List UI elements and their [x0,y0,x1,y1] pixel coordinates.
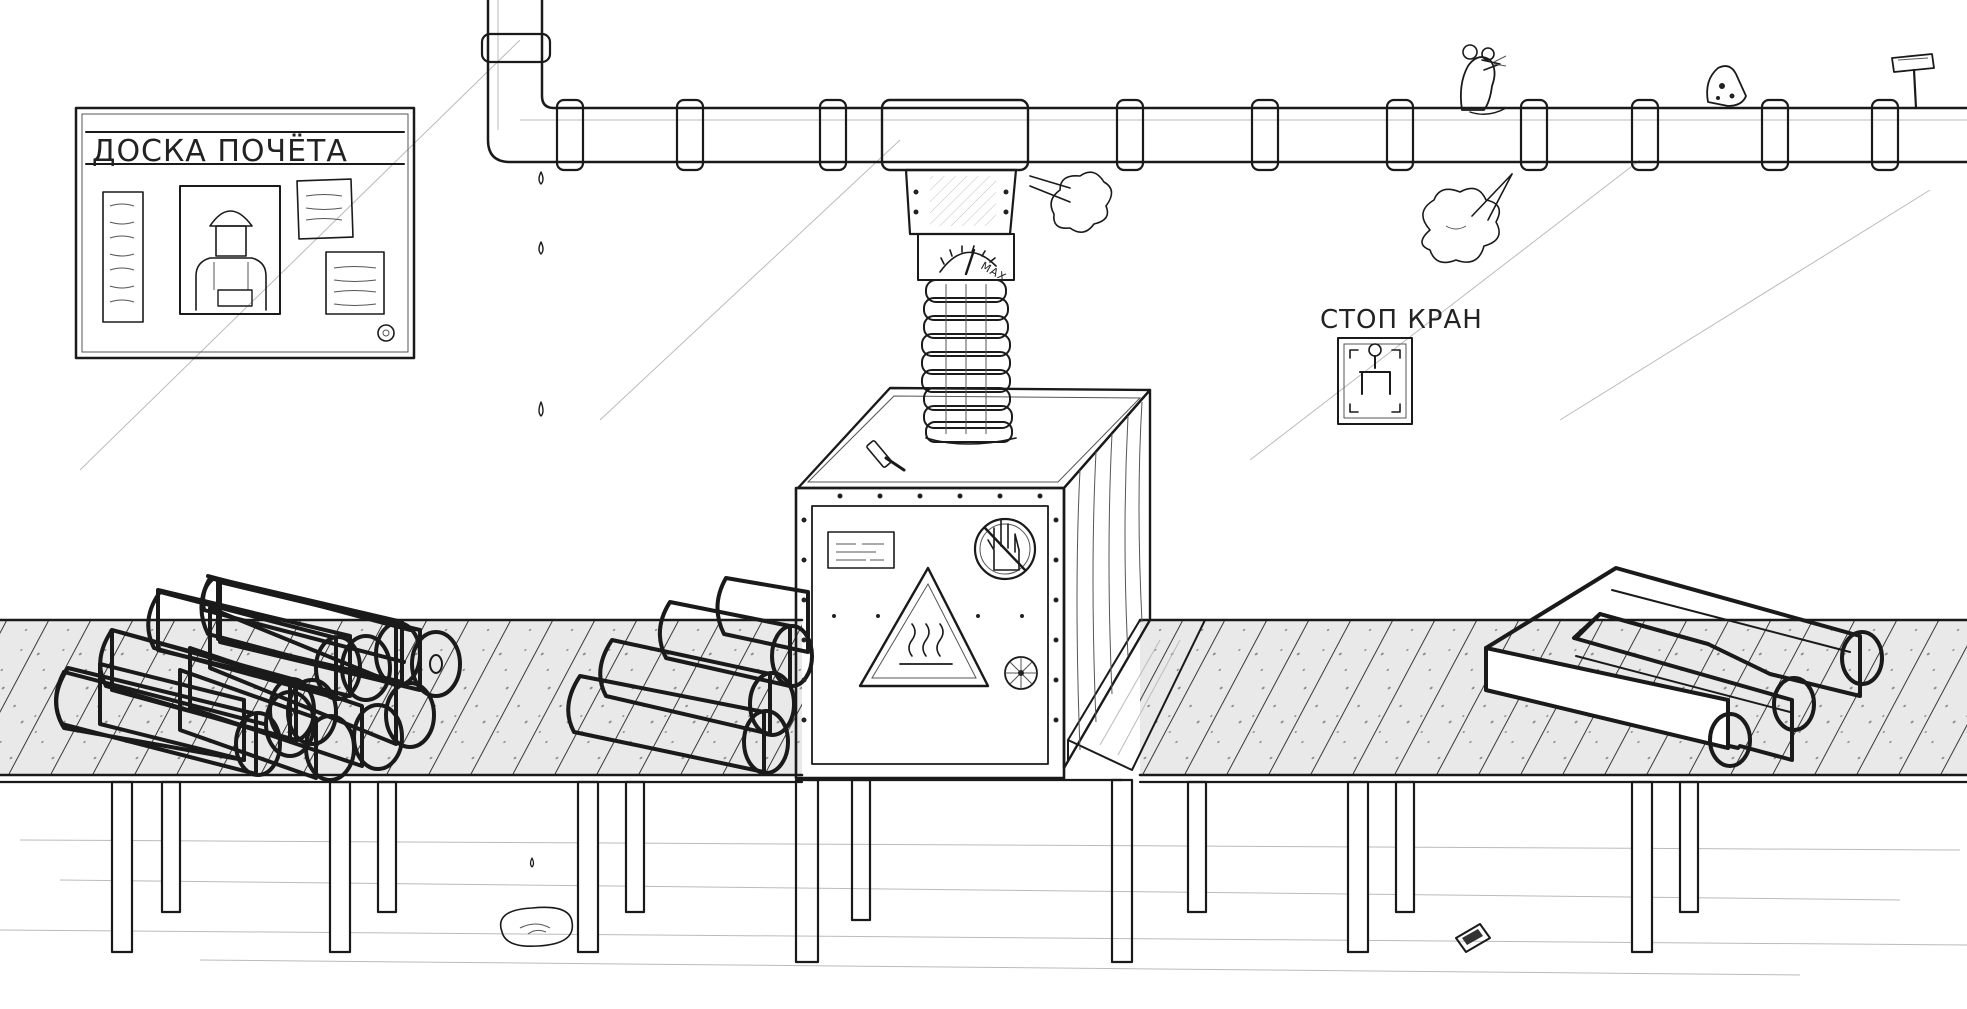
hand-prohibition-icon [973,517,1037,581]
log-stack-left[interactable] [54,574,462,782]
water-drips [529,171,544,868]
fan-icon [1004,656,1038,690]
pipe-joints [555,98,1900,172]
board-note-top-right [296,178,354,240]
sign-icon[interactable] [1891,53,1935,110]
board-note-bottom-right [325,251,385,315]
steam-puff-right [1421,173,1513,264]
ceiling-pipe [480,0,1967,164]
worker-portrait [179,185,281,315]
board-pin-icon [377,324,395,342]
emergency-stop-lever[interactable]: СТОП КРАН [1320,305,1483,425]
cheese-icon[interactable] [1706,65,1747,107]
honor-board[interactable]: ДОСКА ПОЧЁТА [74,106,416,360]
honor-board-title: ДОСКА ПОЧЁТА [92,133,348,169]
hammer-icon[interactable] [866,440,906,472]
output-ramp [1067,619,1206,771]
bending-machine[interactable] [794,386,1152,964]
machine-hose: MAX [880,98,1030,445]
bent-pipe-product[interactable] [1484,566,1884,768]
steam-puff-center [1029,171,1113,233]
machine-info-plate [827,531,895,569]
log-stack-middle[interactable] [566,576,814,775]
hot-surface-warning-icon [858,566,990,688]
rat-icon[interactable] [1459,44,1507,115]
floor-puddle [499,906,574,948]
board-note-left [102,191,144,323]
phone-icon[interactable] [1455,923,1491,953]
stop-lever-label: СТОП КРАН [1320,305,1483,335]
